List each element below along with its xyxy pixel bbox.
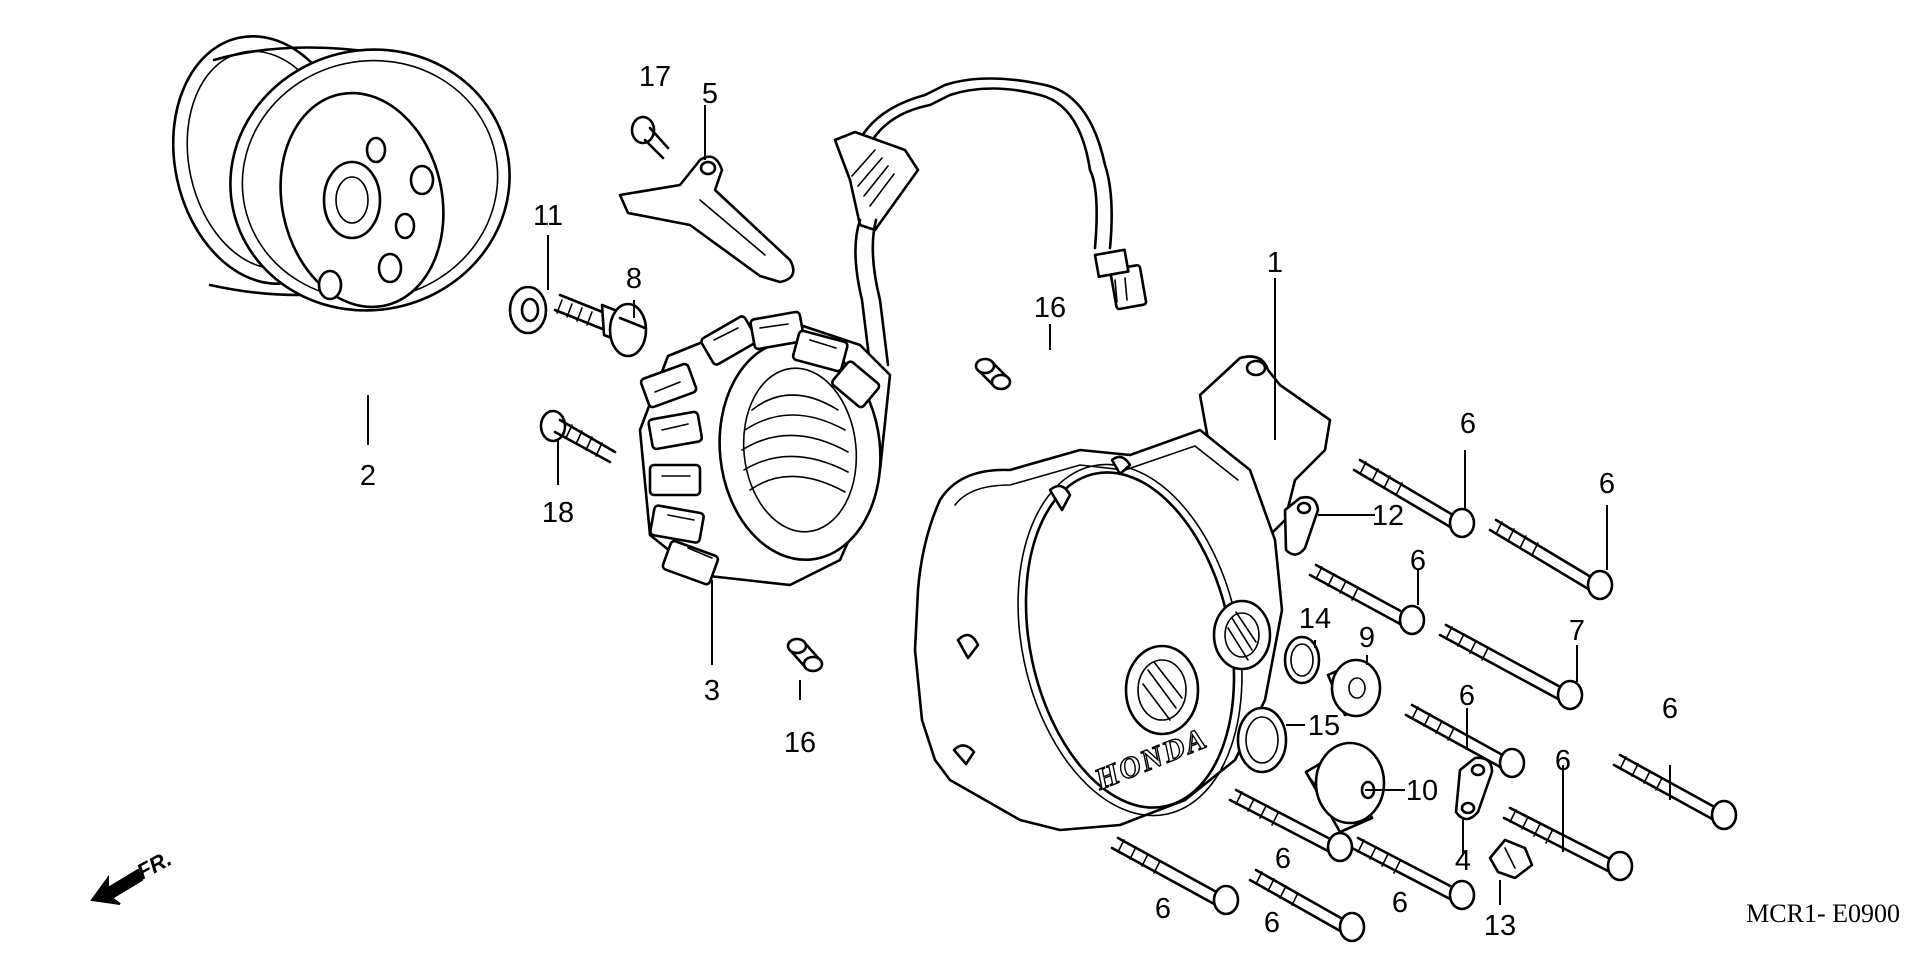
callout-15: 15	[1308, 710, 1340, 742]
part-flange-bolt	[553, 293, 648, 358]
callout-7: 7	[1569, 615, 1585, 647]
part-washer	[508, 285, 548, 335]
callout-6-c: 6	[1410, 545, 1426, 577]
part-crankshaft-hole-cap	[1304, 741, 1386, 834]
callout-6-a: 6	[1460, 408, 1476, 440]
callout-14: 14	[1299, 603, 1331, 635]
arrow-front-icon	[90, 868, 144, 905]
part-o-ring-small	[1283, 635, 1321, 685]
callout-6-h: 6	[1155, 893, 1171, 925]
part-o-ring-large	[1236, 706, 1288, 774]
callout-12: 12	[1372, 500, 1404, 532]
callout-6-j: 6	[1392, 887, 1408, 919]
callout-6-e: 6	[1555, 745, 1571, 777]
callout-5: 5	[702, 78, 718, 110]
part-screw	[539, 409, 617, 464]
callout-8: 8	[626, 263, 642, 295]
callout-6-d: 6	[1459, 680, 1475, 712]
callout-6-i: 6	[1264, 907, 1280, 939]
callout-2: 2	[360, 460, 376, 492]
callout-3: 3	[704, 675, 720, 707]
part-wire-clip	[1488, 838, 1534, 880]
callout-10: 10	[1406, 775, 1438, 807]
part-cover-bolts	[1110, 458, 1738, 943]
part-small-bolt	[630, 115, 670, 160]
leader-lines	[367, 105, 1671, 905]
callout-4: 4	[1455, 845, 1471, 877]
part-clamp-lower	[1454, 756, 1494, 821]
part-timing-hole-cap	[1326, 658, 1382, 718]
callout-1: 1	[1267, 247, 1283, 279]
callout-11: 11	[533, 200, 563, 232]
callout-labels: 1 2 3 4 5 6 6 6 6 6 6 6 6 6 6 7 8 9 10 1…	[360, 61, 1678, 942]
callout-9: 9	[1359, 622, 1375, 654]
part-clamp-upper	[1283, 495, 1320, 556]
part-dowel-pin-lower	[786, 637, 824, 673]
callout-17: 17	[639, 61, 671, 93]
callout-13: 13	[1484, 910, 1516, 942]
diagram-code: MCR1- E0900	[1746, 899, 1900, 928]
callout-16-b: 16	[784, 727, 816, 759]
callout-6-b: 6	[1599, 468, 1615, 500]
part-crankcase-cover: HONDA	[913, 355, 1332, 832]
part-cable-guide	[618, 155, 795, 284]
part-dowel-pin-upper	[974, 357, 1012, 391]
front-direction-indicator: FR.	[90, 846, 176, 905]
callout-18: 18	[542, 497, 574, 529]
callout-6-g: 6	[1275, 843, 1291, 875]
callout-6-f: 6	[1662, 693, 1678, 725]
callout-16-a: 16	[1034, 292, 1066, 324]
part-flywheel-rotor	[171, 35, 511, 312]
part-stator-coil	[638, 77, 1148, 587]
